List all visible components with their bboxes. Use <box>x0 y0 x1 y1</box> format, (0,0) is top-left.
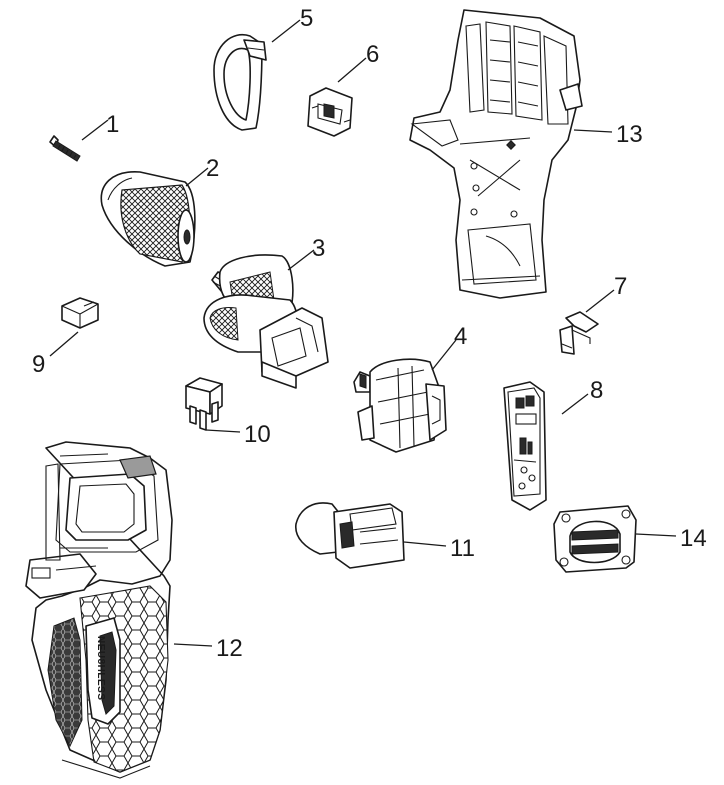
callout-2: 2 <box>206 155 219 182</box>
part-13-right-housing <box>409 9 583 299</box>
leader-lines <box>49 19 677 647</box>
part-8-pcb <box>503 381 547 511</box>
callout-7: 7 <box>614 273 627 300</box>
callout-6: 6 <box>366 41 379 68</box>
leader-10 <box>205 429 241 433</box>
part-11-trigger <box>295 502 405 569</box>
callout-1: 1 <box>106 111 119 138</box>
leader-7 <box>585 289 615 313</box>
leader-5 <box>271 19 301 43</box>
callout-9: 9 <box>32 351 45 378</box>
callout-5: 5 <box>300 5 313 32</box>
leader-1 <box>81 119 109 141</box>
leader-14 <box>635 533 677 537</box>
part-7-clip <box>559 311 599 355</box>
part-1-screw <box>49 135 81 162</box>
part-10-terminal <box>185 377 223 431</box>
part-9-button <box>61 297 99 329</box>
leader-9 <box>49 331 79 357</box>
part-12-left-housing: NEU8HLESS <box>25 441 173 779</box>
part-6-switch <box>307 87 353 137</box>
leader-6 <box>337 57 367 83</box>
callout-10: 10 <box>244 421 271 448</box>
callout-13: 13 <box>616 121 643 148</box>
callout-labels: 1 2 3 4 5 6 7 8 9 10 11 12 13 14 <box>32 5 707 662</box>
leader-8 <box>561 393 589 415</box>
leader-13 <box>573 129 613 133</box>
leader-11 <box>403 541 447 547</box>
callout-8: 8 <box>590 377 603 404</box>
callout-3: 3 <box>312 235 325 262</box>
part-3-gearbox <box>203 254 329 389</box>
part-14-end-cap <box>553 505 637 573</box>
callout-4: 4 <box>454 323 467 350</box>
callout-11: 11 <box>450 535 475 562</box>
callout-14: 14 <box>680 525 707 552</box>
callout-12: 12 <box>216 635 243 662</box>
part-4-motor <box>353 358 447 453</box>
leader-2 <box>185 167 209 187</box>
part-5-collar <box>213 33 267 131</box>
leader-4 <box>431 339 457 371</box>
part-2-chuck <box>100 171 196 267</box>
leader-12 <box>173 643 213 647</box>
housing-brand-text: NEU8HLESS <box>95 636 106 701</box>
leader-3 <box>287 249 315 271</box>
